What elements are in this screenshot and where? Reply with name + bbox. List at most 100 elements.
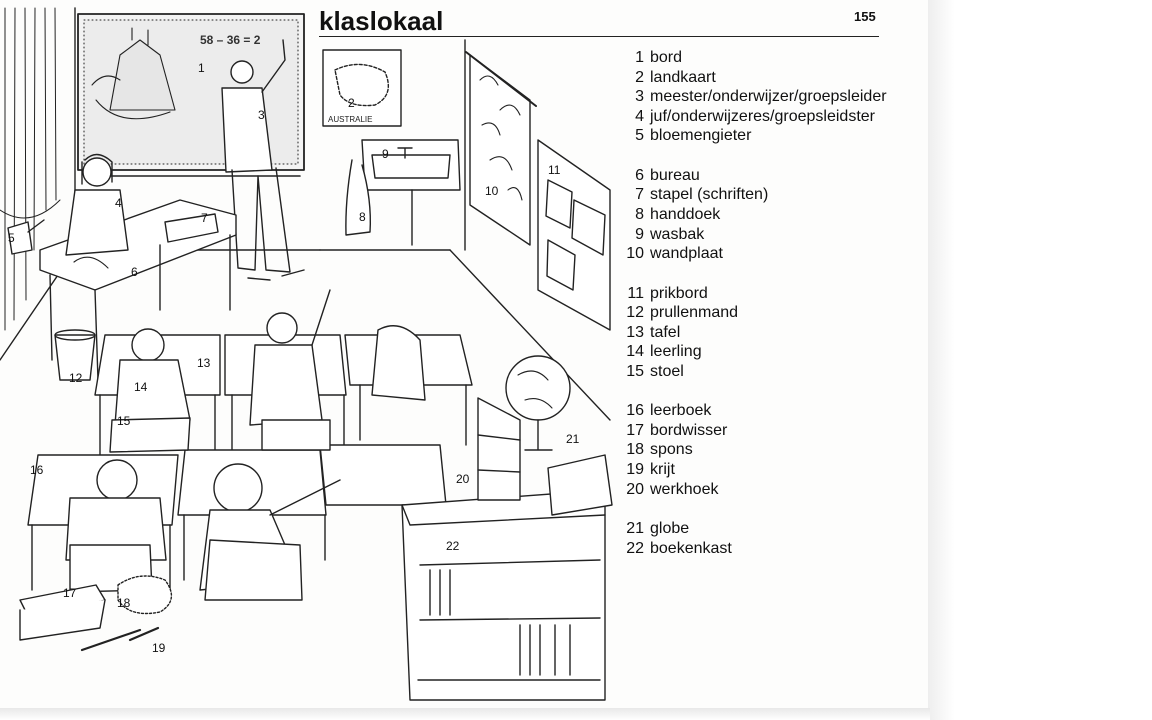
vocab-word: prullenmand: [650, 304, 739, 322]
waste-basket: [54, 329, 96, 381]
vocab-number: 5: [635, 127, 644, 145]
vocab-word: handdoek: [650, 205, 721, 223]
vocab-item: 17 bordwisser: [620, 421, 930, 441]
watering-can: [7, 219, 45, 255]
vocab-word: stapel (schriften): [650, 186, 769, 204]
vocab-number: 11: [627, 284, 644, 302]
vocab-word: globe: [650, 520, 690, 538]
female-teacher-figure: [65, 153, 129, 256]
vocab-word: landkaart: [650, 68, 716, 86]
vocab-item: 4 juf/onderwijzeres/groepsleidster: [620, 107, 930, 127]
bookcase: [401, 489, 606, 701]
callout-19: 19: [152, 641, 166, 655]
vocab-number: 6: [635, 166, 644, 184]
vocab-number: 14: [626, 343, 644, 361]
vocab-group: 11 prikbord 12 prullenmand 13 tafel 14 leerl…: [620, 284, 930, 382]
vocab-item: 10 wandplaat: [620, 244, 930, 264]
australia-map: [322, 49, 402, 127]
page-bottom-shadow: [0, 708, 930, 720]
classroom-illustration: 58 – 36 = 2 AUSTRALIE: [0, 7, 613, 701]
vocab-word: spons: [650, 441, 693, 459]
vocab-word: tafel: [650, 323, 681, 341]
vocab-number: 7: [635, 186, 644, 204]
vocab-item: 5 bloemengieter: [620, 126, 930, 146]
vocab-word: boekenkast: [650, 539, 732, 557]
callout-8: 8: [359, 210, 366, 224]
callout-1: 1: [198, 61, 205, 75]
callout-3: 3: [258, 108, 265, 122]
vocab-word: wandplaat: [650, 245, 723, 263]
callout-5: 5: [8, 231, 15, 245]
globe: [505, 355, 571, 451]
vocab-word: bureau: [650, 166, 700, 184]
vocab-item: 15 stoel: [620, 362, 930, 382]
callout-16: 16: [30, 463, 44, 477]
vocab-number: 13: [626, 323, 644, 341]
page-number: 155: [854, 9, 876, 24]
callout-15: 15: [117, 414, 131, 428]
page-margin-shadow: [928, 0, 1152, 720]
vocab-word: leerboek: [650, 402, 712, 420]
vocab-group: 21 globe 22 boekenkast: [620, 519, 930, 558]
vocab-word: stoel: [650, 362, 684, 380]
vocab-number: 20: [626, 480, 644, 498]
callout-13: 13: [197, 356, 211, 370]
vocab-word: bordwisser: [650, 421, 728, 439]
teachers-desk: [39, 199, 237, 381]
callout-20: 20: [456, 472, 470, 486]
vocab-item: 13 tafel: [620, 323, 930, 343]
curtain: [0, 7, 61, 331]
title-underline: [319, 36, 879, 37]
vocab-word: juf/onderwijzeres/groepsleidster: [650, 107, 875, 125]
callout-10: 10: [485, 184, 499, 198]
teacher-figure: [221, 39, 305, 281]
callout-14: 14: [134, 380, 148, 394]
callout-18: 18: [117, 596, 131, 610]
vocab-word: wasbak: [650, 225, 705, 243]
vocab-word: meester/onderwijzer/groepsleider: [650, 88, 887, 106]
vocab-word: prikbord: [650, 284, 708, 302]
vocab-number: 22: [626, 539, 644, 557]
vocab-word: krijt: [650, 461, 675, 479]
vocab-number: 21: [626, 520, 644, 538]
callout-11: 11: [548, 163, 561, 177]
vocab-item: 6 bureau: [620, 166, 930, 186]
pin-board: [537, 139, 611, 331]
chairs: [69, 417, 331, 601]
blackboard-equation: 58 – 36 = 2: [200, 33, 261, 47]
wall-chart: [465, 51, 537, 246]
vocab-number: 10: [626, 245, 644, 263]
vocab-item: 21 globe: [620, 519, 930, 539]
vocab-item: 22 boekenkast: [620, 539, 930, 559]
callout-7: 7: [201, 211, 208, 225]
vocab-word: bloemengieter: [650, 127, 752, 145]
vocab-word: leerling: [650, 343, 702, 361]
sink: [345, 139, 461, 246]
vocab-item: 11 prikbord: [620, 284, 930, 304]
vocab-number: 12: [626, 304, 644, 322]
vocab-number: 18: [626, 441, 644, 459]
floor-items: [19, 575, 173, 652]
vocab-number: 4: [635, 107, 644, 125]
activity-corner-shelf: [477, 397, 613, 516]
vocab-number: 2: [635, 68, 644, 86]
map-caption: AUSTRALIE: [328, 115, 372, 124]
vocab-number: 17: [626, 421, 644, 439]
callout-2: 2: [348, 96, 355, 110]
callout-21: 21: [566, 432, 580, 446]
vocab-item: 14 leerling: [620, 342, 930, 362]
vocab-number: 3: [635, 88, 644, 106]
vocab-number: 1: [635, 49, 644, 66]
vocab-number: 15: [626, 362, 644, 380]
vocab-item: 3 meester/onderwijzer/groepsleider: [620, 87, 930, 107]
